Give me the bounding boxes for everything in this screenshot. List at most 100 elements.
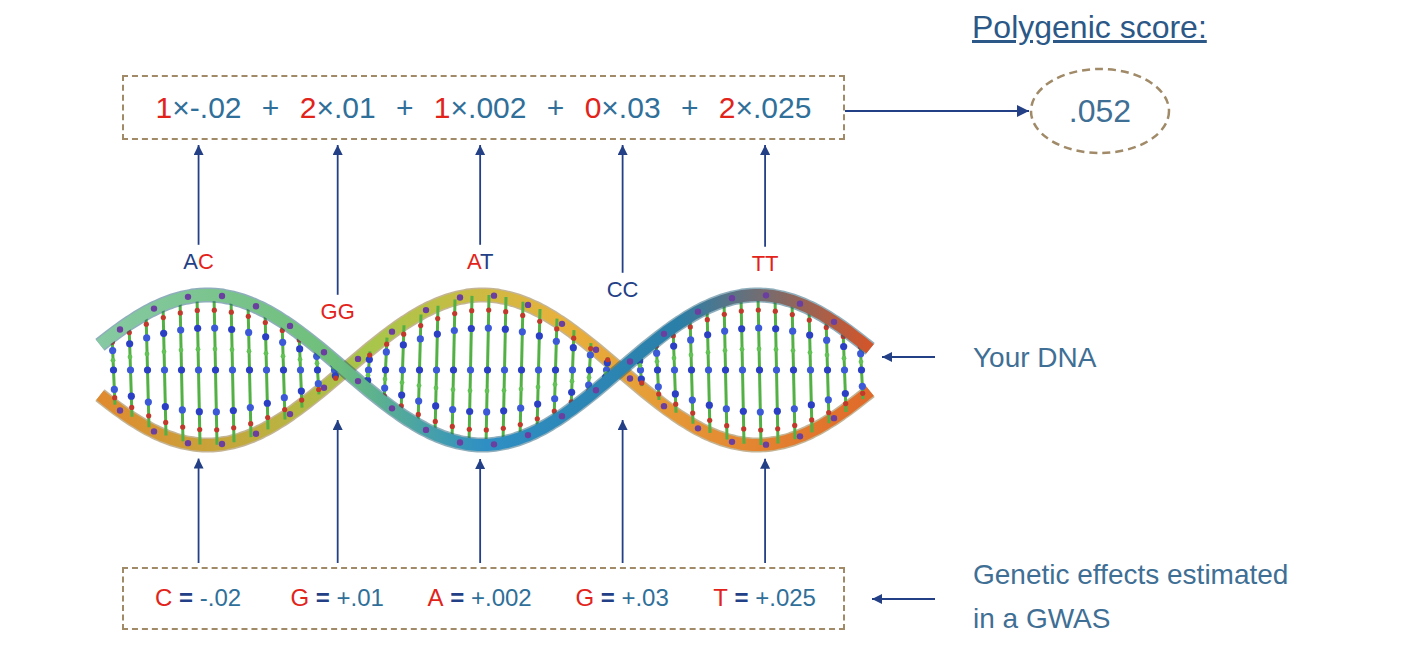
phosphate-atom [763,441,769,447]
leader-arrow [872,598,935,600]
carbon-atom [825,353,830,358]
base-atom [517,405,524,412]
carbon-atom [706,350,711,355]
connectors [845,111,1029,112]
base-atom [485,324,492,331]
phosphate-atom [729,439,735,445]
phosphate-atom [831,415,837,421]
base-atom [162,403,169,410]
phosphate-atom [661,331,667,337]
leader-arrow [337,420,339,563]
carbon-atom [553,382,558,387]
base-atom [569,366,576,373]
phosphate-atom [219,293,225,299]
base-pair-rung [245,303,254,437]
base-pair-rung [194,296,203,445]
phosphate-atom [797,300,803,306]
base-pair-rung [449,300,458,441]
label-holder: GG [321,299,355,325]
label-holder: AT [467,249,494,275]
effect-weight: ×-.02 [172,91,241,124]
base-atom [194,325,201,332]
oxygen-atom [705,317,710,322]
base-atom [229,366,236,373]
base-pair-rung [483,295,492,445]
carbon-atom [757,347,762,352]
base-pair-rung [772,296,781,443]
phosphate-atom [185,294,191,300]
base-atom [500,407,507,414]
phosphate-atom [457,294,463,300]
effect-weight: ×.03 [601,91,660,124]
leader-arrow [882,356,935,358]
oxygen-atom [739,308,744,313]
base-atom [807,366,814,373]
base-pair-rung [415,314,424,425]
oxygen-atom [673,402,678,407]
base-atom [534,401,541,408]
oxygen-atom [467,427,472,432]
base-atom [689,397,696,404]
base-atom [161,366,168,373]
base-atom [449,406,456,413]
base-pair-rung [398,325,407,415]
phosphate-atom [389,405,395,411]
genotype-allele: C [198,249,214,274]
effect-size: C = -.02 [155,584,241,613]
carbon-atom [689,353,694,358]
base-atom [772,325,779,332]
phosphate-atom [525,302,531,308]
base-atom [806,331,813,338]
oxygen-atom [435,316,440,321]
carbon-atom [519,387,524,392]
effect-weight: ×.025 [735,91,811,124]
base-atom [704,331,711,338]
effect-weight: ×.002 [451,91,527,124]
phosphate-atom [695,425,701,431]
carbon-atom [672,356,677,361]
effect-value: +.025 [755,584,816,611]
ellipse-shape [1031,69,1169,153]
score-formula: 1×-.02 + 2×.01 + 1×.002 + 0×.03 + 2×.025 [156,90,812,126]
phosphate-atom [287,323,293,329]
plus-sign: + [526,91,584,124]
phosphate-atom [491,441,497,447]
effect-allele: T [713,584,728,611]
base-atom [228,326,235,333]
base-atom [722,366,729,373]
effect-size: G = +.03 [575,584,668,613]
oxygen-atom [843,401,848,406]
oxygen-atom [758,427,763,432]
base-atom [212,366,219,373]
base-atom [859,383,866,390]
base-atom [502,326,509,333]
base-pair-rung [279,321,288,420]
phosphate-atom [219,441,225,447]
base-atom [790,366,797,373]
base-atom [552,366,559,373]
phosphate-atom [763,292,769,298]
oxygen-atom [503,309,508,314]
carbon-atom [111,358,116,363]
title-holder: Polygenic score: [972,8,1207,46]
carbon-atom [247,349,252,354]
effect-size: G = +.01 [290,584,383,613]
phosphate-atom [627,358,633,364]
carbon-atom [264,351,269,356]
base-atom [263,366,270,373]
base-pair-rung [823,317,832,423]
phosphate-atom [661,403,667,409]
base-atom [144,366,151,373]
phosphate-atom [491,292,497,298]
effect-allele: G [290,584,309,611]
genotype-allele: G [338,299,355,324]
carbon-atom [536,385,541,390]
base-atom [365,366,372,373]
oxygen-atom [571,336,576,341]
oxygen-atom [112,395,117,400]
carbon-atom [315,361,320,366]
oxygen-atom [809,417,814,422]
oxygen-atom [773,309,778,314]
base-atom [315,380,322,387]
